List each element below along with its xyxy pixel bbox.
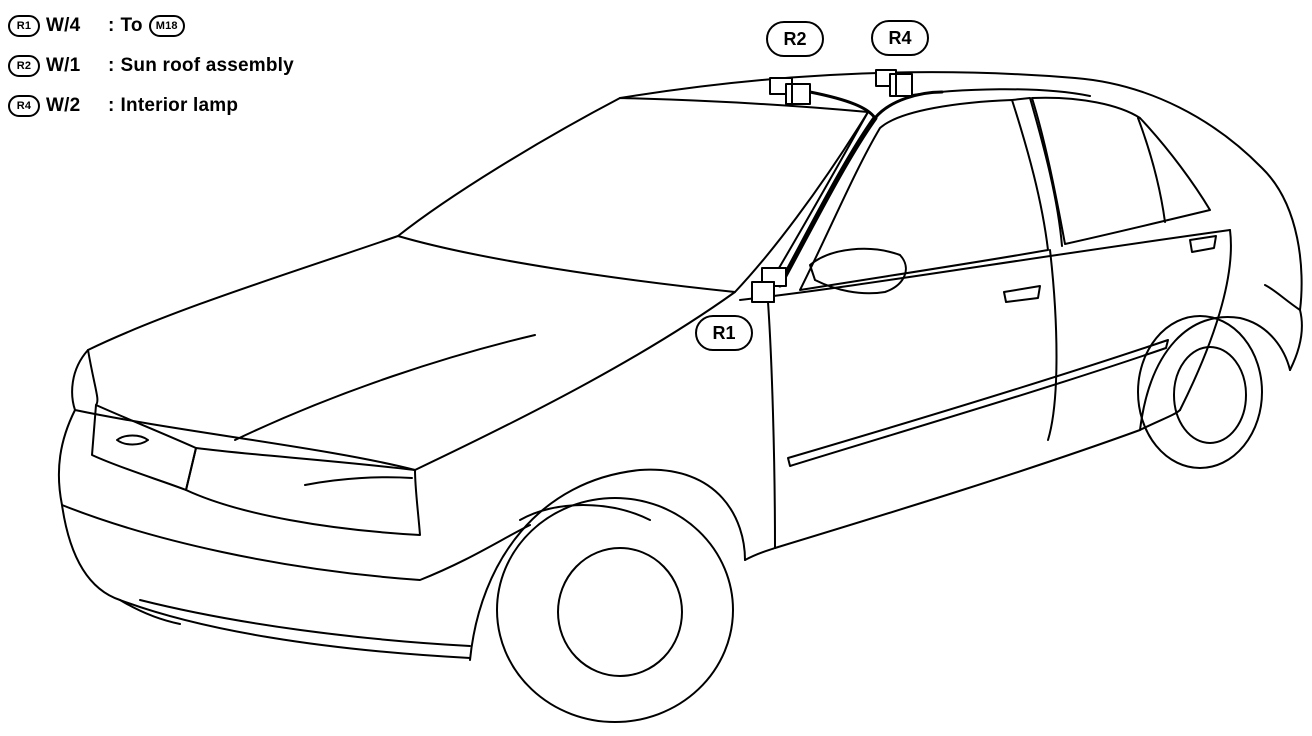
separator: : [108, 55, 115, 76]
connector-legend: R1 W/4 : To M18 R2 W/1 : Sun roof assemb… [8, 6, 348, 126]
headlamp [185, 447, 421, 536]
front-tire [496, 497, 734, 723]
front-door-rear-edge [1047, 249, 1058, 441]
harness-roof-r4 [873, 90, 944, 120]
wire-code: W/1 [46, 55, 81, 76]
grille-emblem [116, 434, 149, 446]
c-pillar-line [1137, 117, 1166, 223]
side-lower-line [744, 547, 776, 561]
windshield [397, 97, 869, 293]
front-tire-inner [519, 504, 651, 521]
hood-front-edge [87, 349, 99, 406]
rear-wheel-arch [1139, 316, 1291, 431]
legend-row-r4: R4 W/2 : Interior lamp [8, 86, 348, 126]
side-molding [787, 339, 1169, 467]
rocker-panel [774, 409, 1181, 549]
rear-door-rear-edge [1179, 229, 1232, 411]
front-bumper-strip [139, 599, 471, 647]
legend-row-r1: R1 W/4 : To M18 [8, 6, 348, 46]
connector-r1 [751, 267, 787, 303]
front-bumper [61, 504, 471, 659]
front-fascia [57, 409, 531, 581]
callout-r2: R2 [766, 21, 824, 57]
connector-badge-r4: R4 [8, 95, 40, 117]
rear-rim [1173, 346, 1247, 444]
grille [91, 404, 197, 491]
rear-tire [1137, 315, 1263, 469]
wire-code: W/2 [46, 95, 81, 116]
legend-description: Interior lamp [120, 95, 239, 116]
hood-crease [234, 334, 536, 441]
rear-window [1031, 96, 1211, 245]
connector-r4 [875, 69, 913, 97]
connector-badge-r1: R1 [8, 15, 40, 37]
rear-door-handle [1189, 235, 1217, 253]
legend-description: Sun roof assembly [120, 55, 294, 76]
connector-badge-m18: M18 [148, 15, 185, 37]
connector-r2 [769, 77, 811, 105]
legend-description: To [120, 15, 143, 36]
legend-row-r2: R2 W/1 : Sun roof assembly [8, 46, 348, 86]
belt-line [739, 229, 1231, 301]
separator: : [108, 95, 115, 116]
callout-r1: R1 [695, 315, 753, 351]
front-bumper-lower [119, 599, 181, 625]
b-pillar [1011, 97, 1063, 247]
headlamp-inner [304, 476, 413, 486]
connector-badge-r2: R2 [8, 55, 40, 77]
side-mirror [809, 247, 907, 295]
wire-code: W/4 [46, 15, 81, 36]
hood-outline [71, 235, 736, 471]
front-door-front-edge [767, 301, 776, 549]
front-wheel-arch [469, 468, 746, 661]
harness-a-pillar [777, 115, 878, 288]
separator: : [108, 15, 115, 36]
front-window [799, 99, 1049, 291]
rear-bumper [1264, 284, 1303, 371]
front-door-handle [1003, 285, 1041, 303]
roof-outline [619, 71, 1303, 311]
front-rim [557, 547, 683, 677]
harness-roof-r2 [808, 90, 877, 120]
callout-r4: R4 [871, 20, 929, 56]
